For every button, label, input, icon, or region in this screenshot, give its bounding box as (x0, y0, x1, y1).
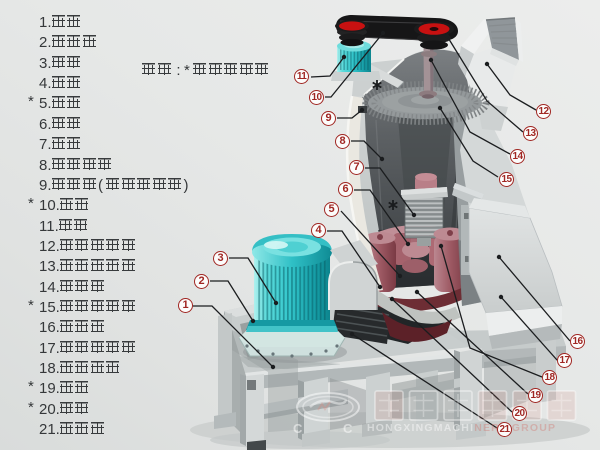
svg-text:HONGXINGMACHINERY GROUP: HONGXINGMACHINERY GROUP (367, 422, 556, 434)
svg-text:C: C (343, 421, 353, 436)
svg-text:C: C (293, 421, 303, 436)
